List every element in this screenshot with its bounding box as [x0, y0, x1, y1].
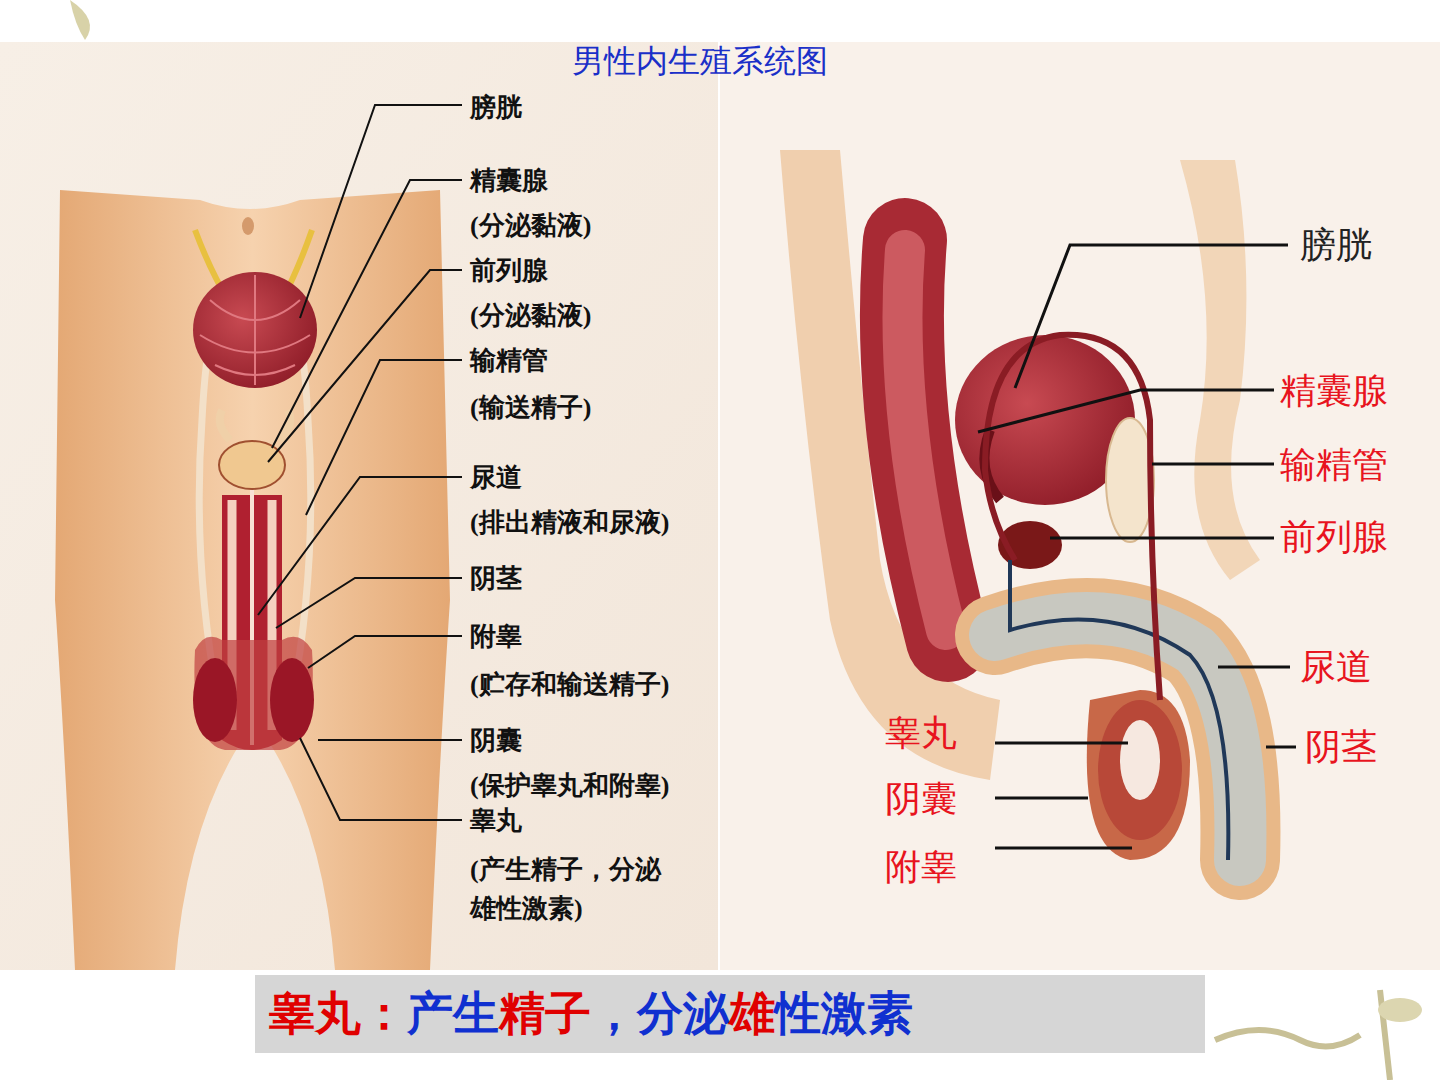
part-label: 输精管: [470, 345, 548, 376]
part-label: 精囊腺: [1280, 370, 1388, 413]
part-label: (保护睾丸和附睾): [470, 770, 669, 801]
part-label: (输送精子): [470, 392, 591, 423]
right-panel: [720, 42, 1440, 970]
abdominal-wall: [1180, 160, 1260, 580]
part-label: 睾丸: [885, 712, 957, 755]
part-label: 阴囊: [470, 725, 522, 756]
testis: [270, 658, 314, 742]
navel: [242, 217, 254, 235]
part-label: 阴茎: [1305, 726, 1377, 769]
testis-inner: [1120, 720, 1160, 800]
part-label: 附睾: [885, 846, 957, 889]
left-panel: [0, 42, 718, 970]
band-text: 性激素: [775, 983, 913, 1045]
part-label: (分泌黏液): [470, 210, 591, 241]
scrotum: [1087, 690, 1190, 860]
prostate: [219, 441, 285, 489]
band-text: 产生: [407, 983, 499, 1045]
seminal-vesicle: [220, 410, 290, 440]
rectum-lumen: [902, 250, 946, 630]
testis: [1098, 700, 1182, 840]
band-text: 雄: [729, 983, 775, 1045]
bladder-muscle: [200, 275, 310, 385]
band-text: 睾丸：: [269, 983, 407, 1045]
leader-lines: [258, 105, 462, 820]
pubic-bone: [1106, 418, 1154, 542]
part-label: 阴茎: [470, 563, 522, 594]
part-label: 精囊腺: [470, 165, 548, 196]
part-label: 阴囊: [885, 778, 957, 821]
rectum: [902, 240, 948, 640]
part-label: 前列腺: [470, 255, 548, 286]
part-label: (分泌黏液): [470, 300, 591, 331]
part-label: (产生精子，分泌 雄性激素): [470, 850, 688, 928]
body-wall: [780, 150, 1000, 780]
band-text: ，分泌: [591, 983, 729, 1045]
part-label: 前列腺: [1280, 516, 1388, 559]
part-label: 输精管: [1280, 444, 1388, 487]
part-label: 尿道: [470, 462, 522, 493]
vine-decor: [1215, 990, 1390, 1080]
testis: [193, 658, 237, 742]
bladder: [193, 272, 317, 388]
part-label: (排出精液和尿液): [470, 507, 669, 538]
diagram-title: 男性内生殖系统图: [0, 42, 1420, 80]
torso-outline: [55, 190, 450, 970]
leaf-decor: [70, 0, 90, 40]
penis: [995, 618, 1240, 860]
leaf-decor: [1378, 998, 1422, 1022]
part-label: 睾丸: [470, 805, 522, 836]
band-text: 精子: [499, 983, 591, 1045]
corpus: [995, 618, 1240, 860]
urethra: [1010, 560, 1228, 860]
vas-deferens: [985, 335, 1160, 700]
part-label: 附睾: [470, 621, 522, 652]
leader-lines: [978, 245, 1296, 848]
summary-band: 睾丸：产生精子，分泌雄性激素: [255, 975, 1205, 1053]
part-label: (贮存和输送精子): [470, 669, 669, 700]
part-label: 膀胱: [1300, 224, 1372, 267]
part-label: 膀胱: [470, 92, 522, 123]
part-label: 尿道: [1300, 646, 1372, 689]
